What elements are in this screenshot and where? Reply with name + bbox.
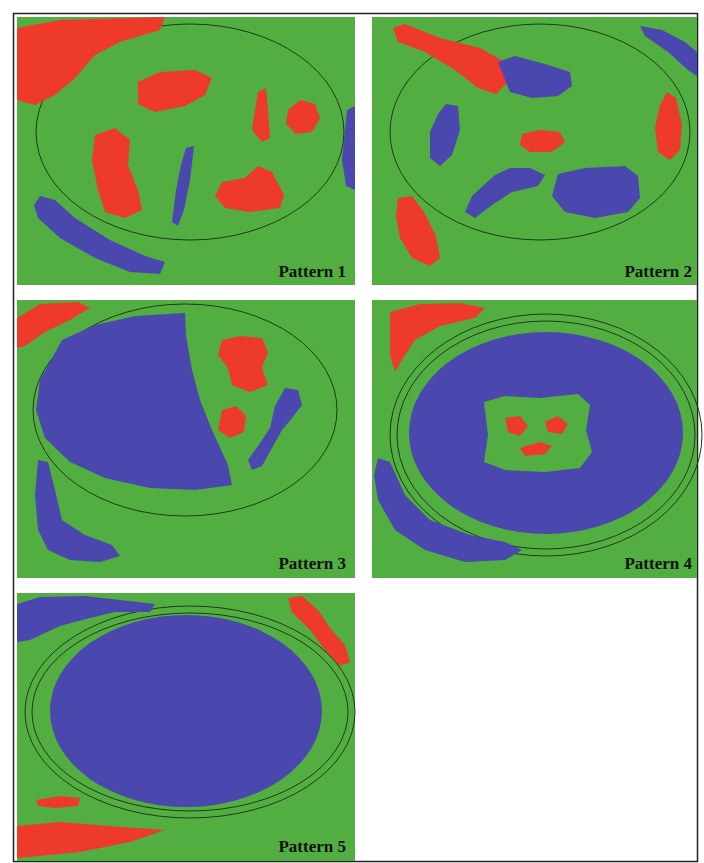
- blue-region: [35, 460, 120, 562]
- blue-region: [34, 196, 165, 274]
- panel-pattern-1: [17, 17, 355, 285]
- red-region: [286, 100, 320, 134]
- red-region: [393, 24, 508, 94]
- blue-region: [172, 146, 194, 226]
- outer-frame: [14, 14, 698, 862]
- blue-region: [409, 332, 683, 534]
- panel-pattern-2: [372, 17, 697, 285]
- blue-region: [36, 313, 232, 490]
- red-region: [17, 822, 165, 858]
- red-region: [138, 70, 212, 112]
- panel-pattern-3: [17, 300, 355, 578]
- panel-ground: [372, 17, 697, 285]
- ellipse-outline: [390, 314, 702, 556]
- blue-region: [17, 596, 155, 642]
- blue-region: [374, 458, 522, 562]
- red-region: [218, 406, 246, 438]
- ellipse-outline: [390, 24, 690, 240]
- ellipse-outline: [397, 321, 695, 549]
- pattern-label: Pattern 2: [624, 263, 692, 280]
- red-region: [92, 128, 142, 218]
- panel-ground: [17, 17, 355, 285]
- red-region: [288, 596, 350, 666]
- red-region: [396, 196, 440, 266]
- blue-region: [342, 106, 355, 190]
- panel-ground: [17, 593, 355, 861]
- red-region: [505, 416, 528, 436]
- red-region: [215, 166, 284, 212]
- pattern-label: Pattern 5: [278, 838, 346, 855]
- panel-pattern-5: [17, 593, 355, 861]
- red-region: [218, 336, 268, 392]
- blue-region: [465, 168, 545, 218]
- blue-region: [552, 166, 640, 218]
- green-region: [484, 394, 592, 472]
- panel-ground: [17, 300, 355, 578]
- blue-region: [498, 56, 572, 98]
- pattern-label: Pattern 1: [278, 263, 346, 280]
- panel-ground: [372, 300, 697, 578]
- ellipse-outline: [25, 606, 355, 818]
- blue-region: [430, 104, 460, 166]
- red-region: [655, 92, 682, 160]
- blue-region: [50, 615, 322, 807]
- blue-region: [248, 388, 302, 470]
- panel-pattern-4: [372, 300, 702, 578]
- red-region: [36, 796, 80, 808]
- red-region: [252, 88, 270, 142]
- blue-region: [640, 26, 697, 76]
- ellipse-outline: [32, 613, 348, 811]
- pattern-label: Pattern 4: [624, 555, 692, 572]
- red-region: [520, 442, 552, 456]
- red-region: [545, 416, 568, 434]
- ellipse-outline: [33, 304, 337, 516]
- red-region: [390, 303, 485, 372]
- red-region: [520, 130, 565, 152]
- pattern-label: Pattern 3: [278, 555, 346, 572]
